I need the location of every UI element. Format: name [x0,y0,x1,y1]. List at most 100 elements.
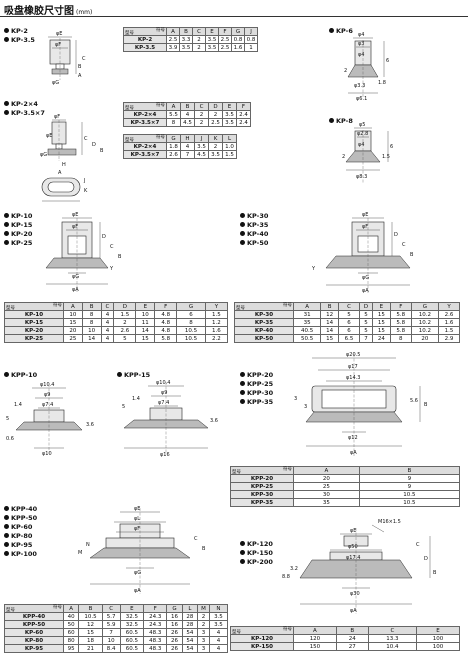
dim-label: 3.6 [86,422,94,428]
bullet-icon [4,230,9,236]
dim-label: φF [362,224,368,230]
table-cell: 28 [181,620,199,629]
table-cell: 2 [208,110,223,119]
dim-label: φE [362,212,368,218]
dim-label: K [84,188,88,194]
corner-cell: 符号型号 [123,102,167,111]
corner-cell: 符号型号 [123,134,167,143]
table-cell: 10.2 [410,310,440,319]
page-title: 吸盘橡胶尺寸图(mm) [4,6,93,17]
table-cell: 5.8 [154,334,178,343]
table-header-row: 符号型号 A B [230,466,461,475]
dim-label: φG [52,80,59,86]
table-cell: 5 [359,326,373,335]
table-cell: KP-35 [234,318,294,327]
table-row: KP-25 25 14 4 5 15 5.8 10.5 2.2 [4,334,229,343]
column-header: E [135,302,156,311]
column-header: M [197,604,210,613]
table-row: KP-95 95 21 8.4 60.5 48.3 26 54 3 4 [4,644,229,653]
table-cell: 1.6 [438,318,460,327]
table-header-row: 符号型号 A B C E F G L M N [4,604,229,613]
dim-label: φE [46,133,52,139]
bullet-icon [240,558,245,564]
table-cell: KP-2×4 [123,110,167,119]
table-cell: 150 [293,642,337,651]
table-cell: KP-30 [234,310,294,319]
table-cell: 0.8 [244,35,258,44]
table-cell: 24 [335,634,369,643]
table-cell: 4.8 [154,326,178,335]
table-cell: 5.9 [101,620,121,629]
table-cell: 2.5 [218,35,232,44]
model-label: KPP-30 [240,389,273,397]
column-header: A [63,302,83,311]
table-cell: 4.8 [154,318,178,327]
table-cell: 1.6 [204,326,229,335]
table-cell: 120 [293,634,337,643]
drawing-kpp10: φ10.4 φ9 φ7.4 5 1.4 3.6 0.6 φ10 [6,382,94,457]
table-cell: 10.2 [410,318,440,327]
table-row: KP-40 40.5 14 6 5 15 5.8 10.2 1.5 [234,326,460,335]
table-cell: 16 [166,612,183,621]
table-cell: KP-3.5 [123,43,167,52]
column-header: F [143,604,168,613]
dim-label: D [394,232,398,238]
dim-label: 5.6 [410,398,418,404]
table-cell: 9 [358,474,461,483]
column-header: G [231,27,245,36]
drawing-kp2: φE φF C B A φG [48,31,86,86]
table-cell: 10.5 [358,490,461,499]
table-cell: 54 [181,628,199,637]
model-label: KP-2×4 [4,100,38,108]
model-label: KPP-35 [240,398,273,406]
dim-label: D [92,142,96,148]
bullet-icon [240,540,245,546]
table-cell: 6 [338,318,361,327]
model-label: KPP-20 [240,371,273,379]
table-cell: 2 [194,118,209,127]
table-cell: 8 [81,310,102,319]
table-row: KP-15 15 8 4 2 11 4.8 8 1.2 [4,318,229,327]
bullet-icon [4,523,9,529]
column-header: L [222,134,237,143]
dim-label: φ8.3 [356,174,367,180]
table-cell: 15 [135,334,156,343]
table-row: KP-2×4 1.8 4 3.5 2 1.0 [123,142,237,151]
dim-label: C [84,136,88,142]
column-header: E [119,604,145,613]
table-cell: 10 [81,326,102,335]
dim-label: 6 [386,58,389,64]
table-cell: 15 [78,628,103,637]
cup-lip [347,64,379,78]
table-cell: KP-25 [4,334,64,343]
table-cell: 1.0 [222,142,237,151]
dim-label: φG [134,570,141,576]
dim-label: 5 [122,404,125,410]
table-cell: 10 [135,310,156,319]
dim-label: φ9 [161,390,167,396]
column-header: B [180,102,195,111]
dim-label: N [86,542,90,548]
table-cell: 4.5 [180,118,195,127]
drawing-kpp20: φ20.5 φ17 φ14.3 3 3 5.6 B φ12 φA [294,352,428,456]
dim-label: 0.6 [6,436,14,442]
cup-lip [325,255,411,269]
model-label: KP-3.5×7 [4,109,45,117]
table-cell: 26 [166,636,183,645]
table-cell: 11 [135,318,156,327]
page-header: 吸盘橡胶尺寸图(mm) [0,0,468,17]
model-label: KP-150 [240,549,273,557]
dim-label: C [82,56,86,62]
table-cell: 5 [338,310,361,319]
leader-line [371,524,385,533]
column-header: D [208,102,223,111]
table-row: KPP-35 35 10.5 [230,498,461,507]
table-cell: 1.5 [222,150,237,159]
table-cell: 27 [335,642,369,651]
dim-label: φ9 [44,392,50,398]
dim-label: φA [134,588,141,594]
table-cell: 2.5 [218,43,232,52]
column-header: F [389,302,412,311]
column-header: A [292,302,322,311]
table-cell: 8 [176,318,206,327]
